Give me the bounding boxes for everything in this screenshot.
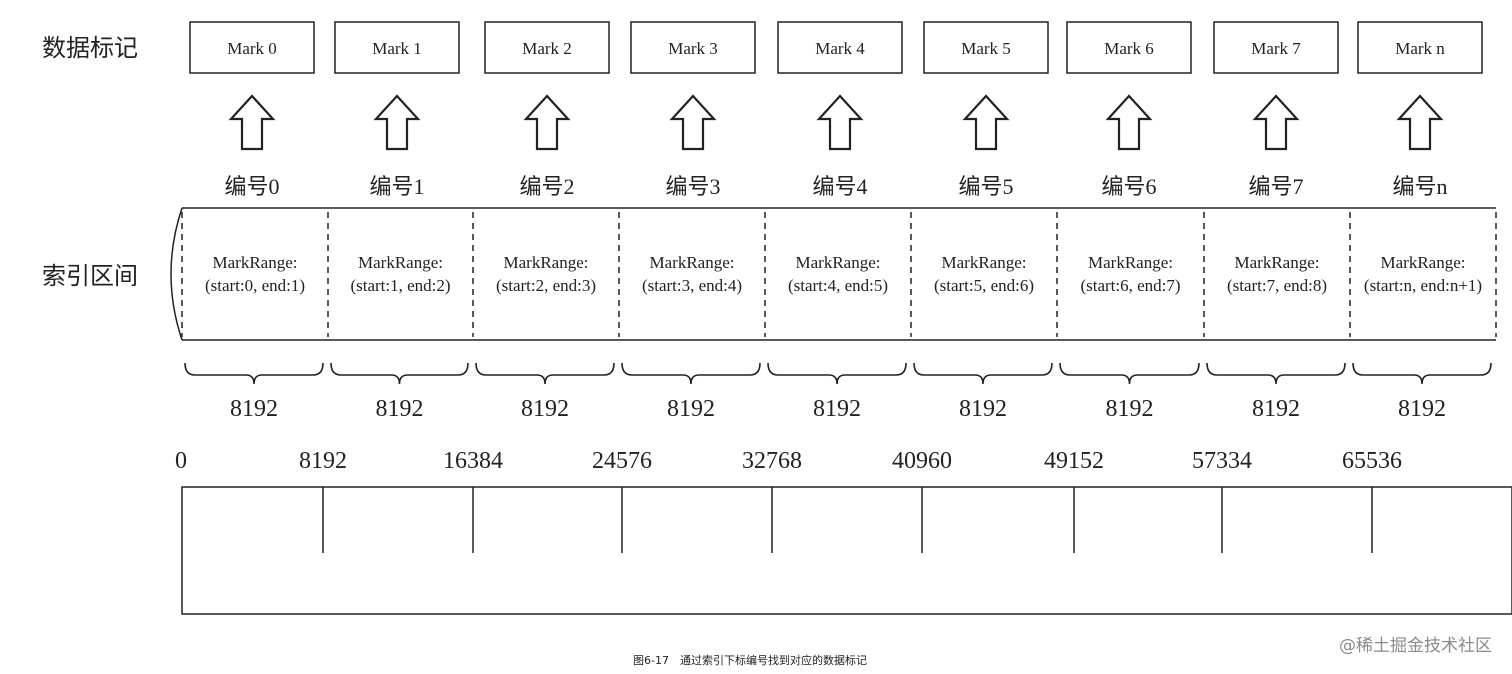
up-arrow-icon [816,94,864,151]
range-detail-8: (start:n, end:n+1) [1364,276,1482,295]
mark-label-5: Mark 5 [961,39,1011,58]
up-arrow-icon [373,94,421,151]
mark-number-6: 编号6 [1101,174,1156,199]
brace-row [184,362,1492,385]
mark-number-8: 编号n [1392,174,1447,199]
scale-tick-label-4: 32768 [742,448,802,474]
granule-size-0: 8192 [230,396,278,422]
up-arrow-icon [1396,94,1444,151]
curly-brace-icon [1206,362,1346,385]
up-arrow-icon [962,94,1010,151]
up-arrow-icon [1252,94,1300,151]
granule-size-7: 8192 [1252,396,1300,422]
range-detail-1: (start:1, end:2) [350,276,450,295]
row-label-data-marks: 数据标记 [42,34,138,62]
curly-brace-icon [621,362,761,385]
mark-number-5: 编号5 [958,174,1013,199]
curly-brace-icon [913,362,1053,385]
range-detail-2: (start:2, end:3) [496,276,596,295]
scale-tick-label-row: 0 8192 16384 24576 32768 40960 49152 57334 65536 [175,448,1402,474]
curly-brace-icon [330,362,469,385]
mark-label-4: Mark 4 [815,39,865,58]
mark-box-0 [189,21,315,74]
mark-number-3: 编号3 [665,174,720,199]
up-arrow-icon [228,94,276,151]
watermark: @稀土掘金技术社区 [1339,636,1492,656]
scale-tick-label-2: 16384 [443,448,503,474]
range-title-1: MarkRange: [358,253,443,272]
curly-brace-icon [767,362,907,385]
mark-box-6 [1066,21,1192,74]
data-scale-box [181,486,1512,615]
scale-tick-label-3: 24576 [592,448,652,474]
mark-number-2: 编号2 [519,174,574,199]
granule-size-1: 8192 [376,396,424,422]
number-row: 编号0 编号1 编号2 编号3 编号4 编号5 编号6 编号7 编号n [224,174,1447,199]
mark-label-6: Mark 6 [1104,39,1154,58]
scale-tick-label-0: 0 [175,448,187,474]
mark-label-3: Mark 3 [668,39,718,58]
mark-label-8: Mark n [1395,39,1445,58]
up-arrow-icon [523,94,571,151]
range-detail-5: (start:5, end:6) [934,276,1034,295]
mark-number-4: 编号4 [812,174,867,199]
range-title-2: MarkRange: [504,253,589,272]
curly-brace-icon [1059,362,1200,385]
range-title-7: MarkRange: [1235,253,1320,272]
range-title-3: MarkRange: [650,253,735,272]
mark-box-5 [923,21,1049,74]
mark-number-7: 编号7 [1248,174,1303,199]
range-detail-4: (start:4, end:5) [788,276,888,295]
curly-brace-icon [475,362,615,385]
range-detail-0: (start:0, end:1) [205,276,305,295]
granule-size-4: 8192 [813,396,861,422]
scale-tick-label-5: 40960 [892,448,952,474]
mark-box-4 [777,21,903,74]
range-title-6: MarkRange: [1088,253,1173,272]
up-arrow-icon [669,94,717,151]
mark-box-7 [1213,21,1339,74]
range-title-5: MarkRange: [942,253,1027,272]
range-left-curve [170,207,183,341]
range-title-0: MarkRange: [213,253,298,272]
scale-tick-line-row [322,487,1373,553]
mark-box-2 [484,21,610,74]
scale-tick-label-6: 49152 [1044,448,1104,474]
range-detail-3: (start:3, end:4) [642,276,742,295]
mark-label-1: Mark 1 [372,39,422,58]
range-detail-6: (start:6, end:7) [1080,276,1180,295]
scale-tick-label-8: 65536 [1342,448,1402,474]
figure-caption: 图6-17 通过索引下标编号找到对应的数据标记 [633,653,867,667]
mark-label-7: Mark 7 [1251,39,1301,58]
index-range-container [170,207,1496,341]
range-title-4: MarkRange: [796,253,881,272]
mark-box-3 [630,21,756,74]
curly-brace-icon [1352,362,1492,385]
range-detail-7: (start:7, end:8) [1227,276,1327,295]
granule-size-6: 8192 [1106,396,1154,422]
mark-box-8 [1357,21,1483,74]
granule-size-row: 8192 8192 8192 8192 8192 8192 8192 8192 8192 [230,396,1446,422]
scale-tick-label-7: 57334 [1192,448,1252,474]
range-row: MarkRange: (start:0, end:1) MarkRange: (sta… [181,212,1497,337]
granule-size-2: 8192 [521,396,569,422]
mark-row: Mark 0 Mark 1 Mark 2 Mark 3 Mark 4 Mark 5 Mark… [189,21,1483,74]
curly-brace-icon [184,362,324,385]
mark-label-0: Mark 0 [227,39,277,58]
up-arrow-icon [1105,94,1153,151]
granule-size-8: 8192 [1398,396,1446,422]
mark-number-0: 编号0 [224,174,279,199]
row-label-index-range: 索引区间 [42,262,138,290]
granule-size-5: 8192 [959,396,1007,422]
mark-label-2: Mark 2 [522,39,572,58]
granule-size-3: 8192 [667,396,715,422]
scale-tick-label-1: 8192 [299,448,347,474]
mark-number-1: 编号1 [369,174,424,199]
arrow-row [228,94,1444,151]
range-title-8: MarkRange: [1381,253,1466,272]
mark-box-1 [334,21,460,74]
